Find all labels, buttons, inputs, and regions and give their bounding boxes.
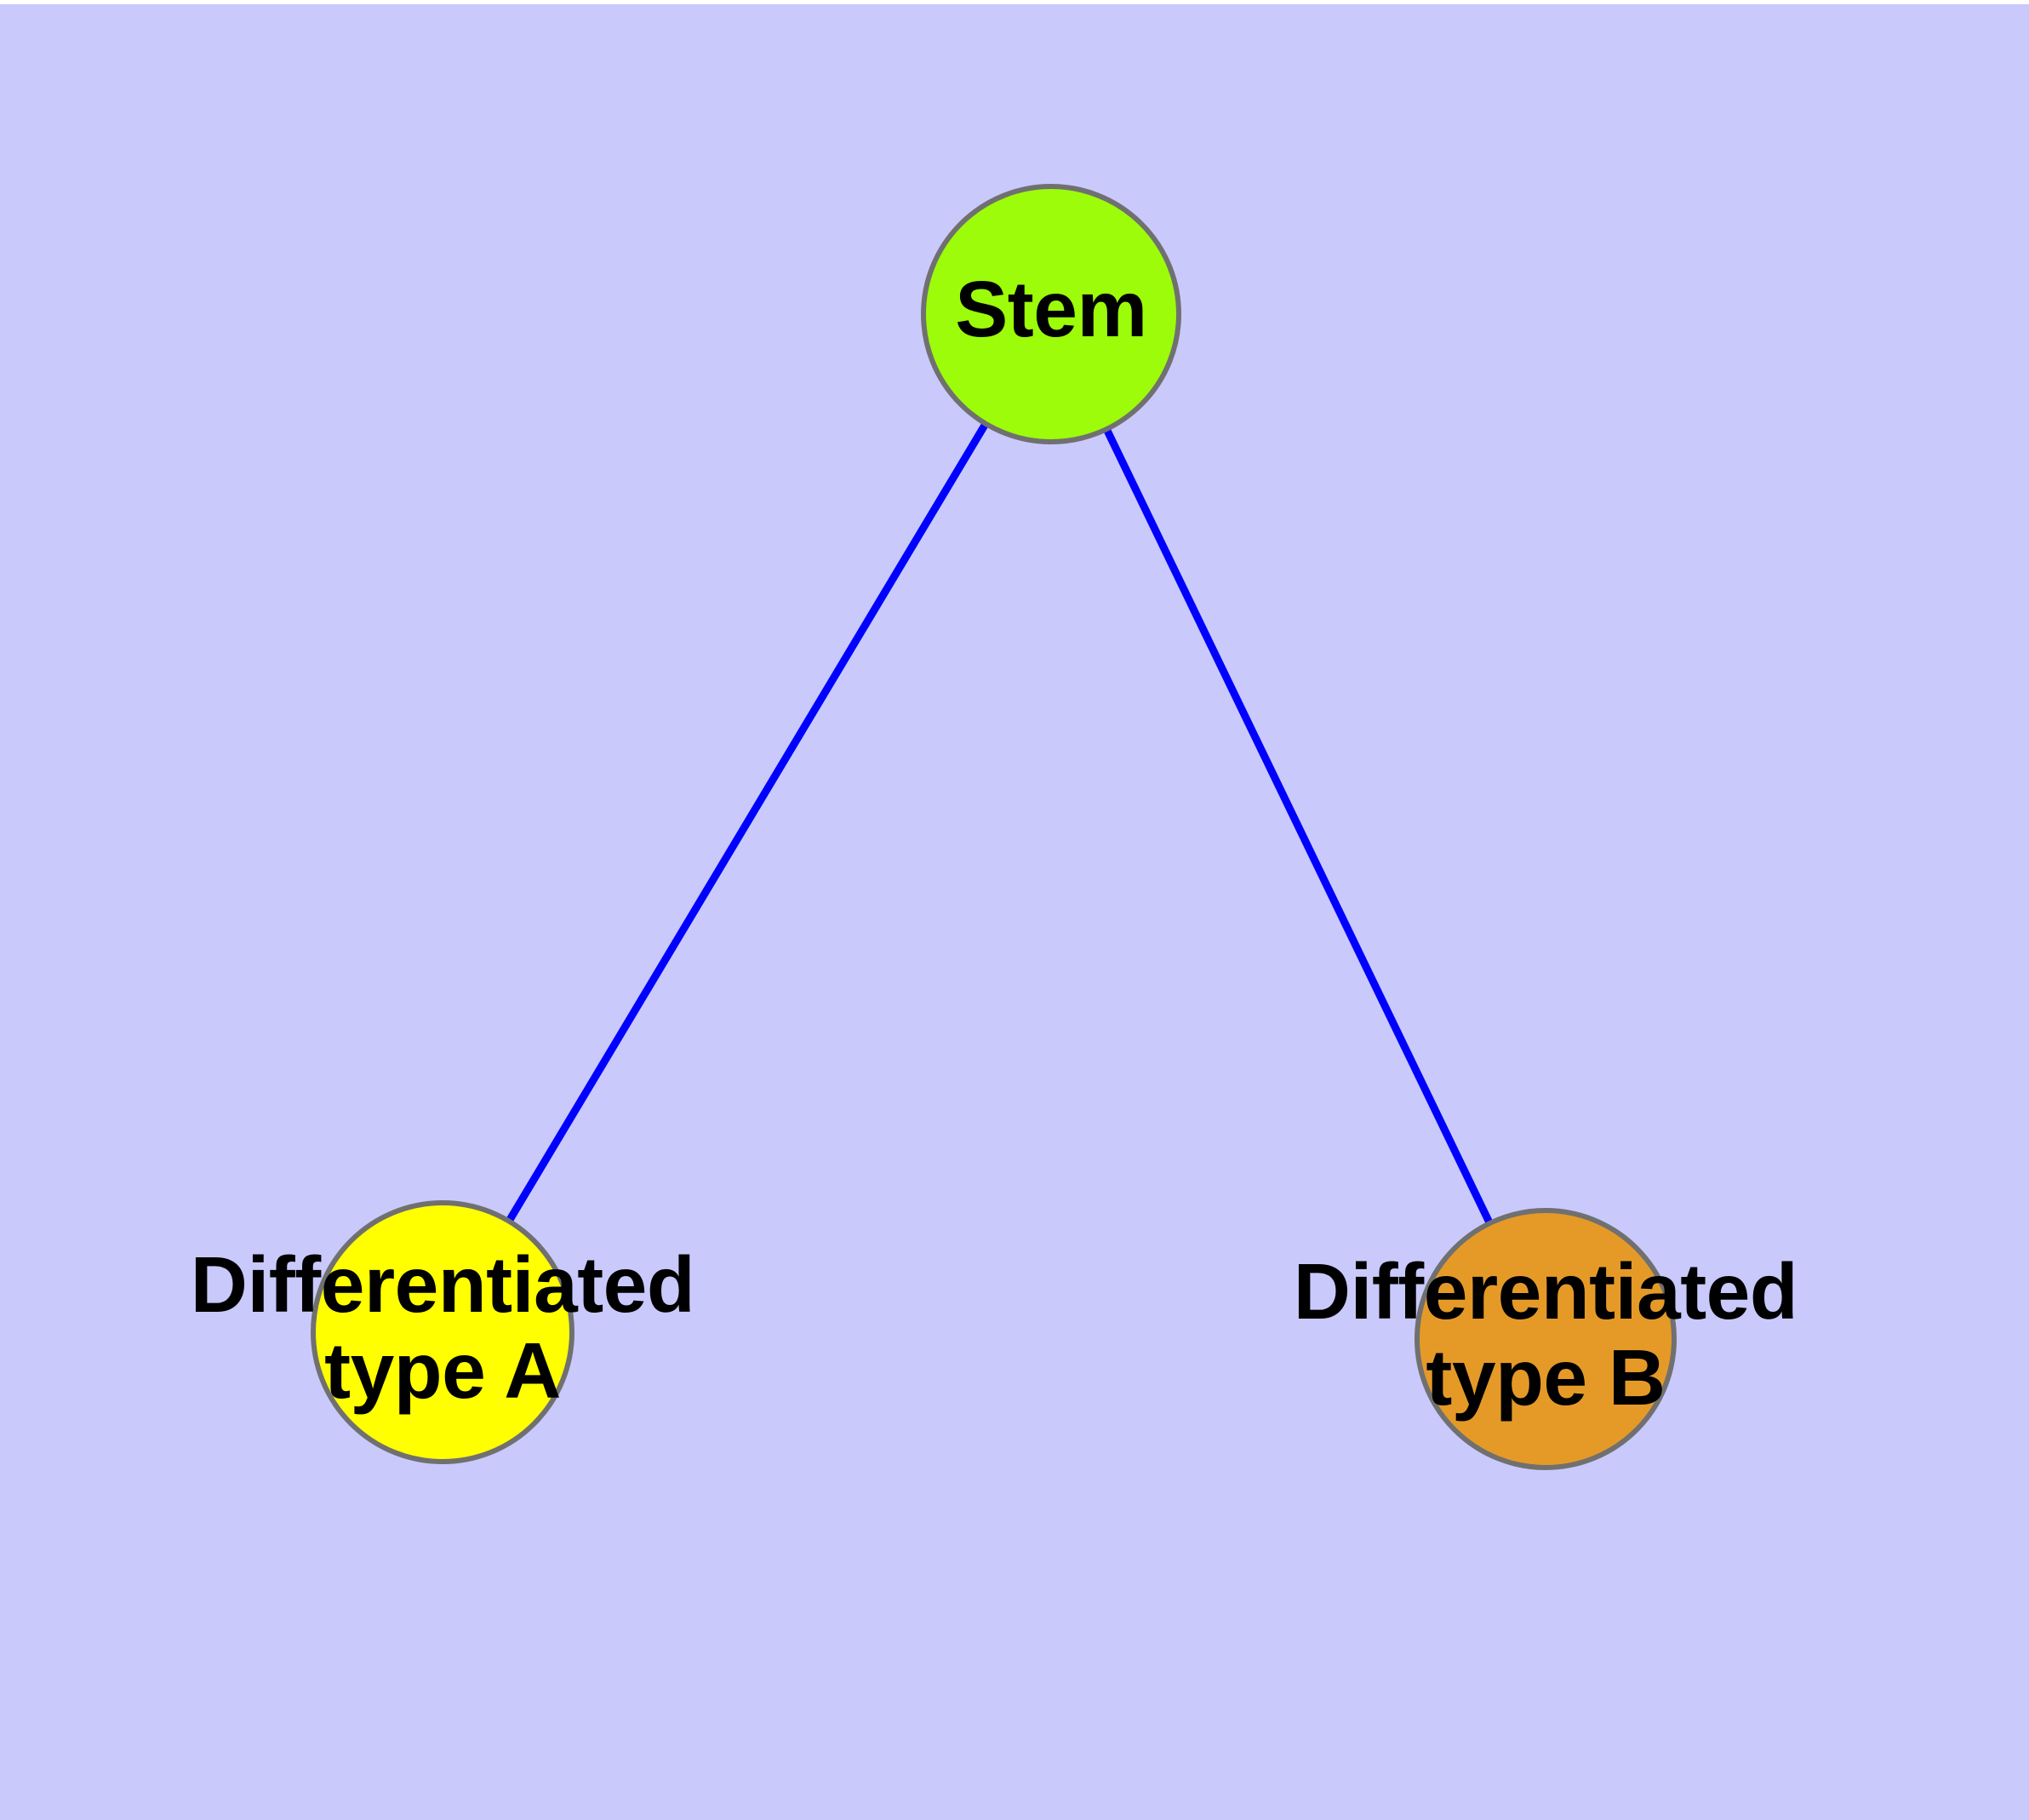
- graph-node-diff_a[interactable]: [311, 1200, 574, 1464]
- graph-edge-stem-diff_b[interactable]: [1047, 312, 1493, 1224]
- graph-edge-stem-diff_a[interactable]: [506, 312, 1055, 1222]
- nodes-layer: [311, 184, 1677, 1470]
- edges-layer: [506, 312, 1493, 1224]
- graph-node-stem[interactable]: [921, 184, 1181, 444]
- graph-node-diff_b[interactable]: [1415, 1208, 1677, 1470]
